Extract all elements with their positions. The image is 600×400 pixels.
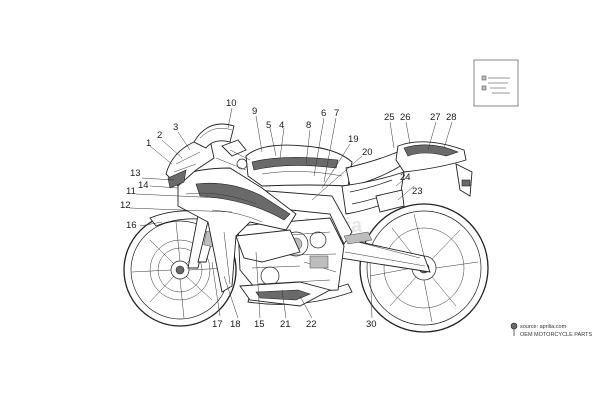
callout-23: 23 [412, 186, 423, 197]
callout-26: 26 [400, 112, 411, 123]
callout-14: 14 [138, 180, 149, 191]
callout-13: 13 [130, 168, 141, 179]
callout-10: 10 [226, 98, 237, 109]
callout-11: 11 [126, 186, 136, 197]
source-line-2: OEM MOTORCYCLE PARTS [520, 332, 592, 338]
callout-27: 27 [430, 112, 441, 123]
callout-2: 2 [157, 130, 162, 141]
callout-25: 25 [384, 112, 395, 123]
callout-7: 7 [334, 108, 339, 119]
callout-4: 4 [279, 120, 284, 131]
fairing-stripe [195, 182, 291, 221]
callout-3: 3 [173, 122, 178, 133]
windscreen [193, 123, 235, 149]
mirror [221, 139, 247, 157]
callout-9: 9 [252, 106, 257, 117]
callout-19: 19 [348, 134, 359, 145]
callout-5: 5 [266, 120, 271, 131]
callout-12: 12 [120, 200, 131, 211]
source-mark: source: aprilia.com OEM MOTORCYCLE PARTS [510, 322, 592, 338]
callout-24: 24 [400, 172, 411, 183]
rear-wheel [359, 203, 489, 333]
callout-16: 16 [126, 220, 137, 231]
callout-17: 17 [212, 319, 223, 330]
source-line-1: source: aprilia.com [520, 324, 567, 330]
callout-30: 30 [366, 319, 377, 330]
decal-sheet-box [473, 59, 519, 107]
callout-21: 21 [280, 319, 291, 330]
callout-28: 28 [446, 112, 457, 123]
callout-6: 6 [321, 108, 326, 119]
callout-22: 22 [306, 319, 317, 330]
callout-labels: 1 2 3 4 5 6 7 8 9 10 11 12 13 14 15 16 1… [120, 64, 490, 330]
callout-1: 1 [146, 138, 151, 149]
callout-18: 18 [230, 319, 241, 330]
callout-15: 15 [254, 319, 265, 330]
callout-8: 8 [306, 120, 311, 131]
callout-20: 20 [362, 147, 373, 158]
leader-lines [129, 107, 453, 319]
